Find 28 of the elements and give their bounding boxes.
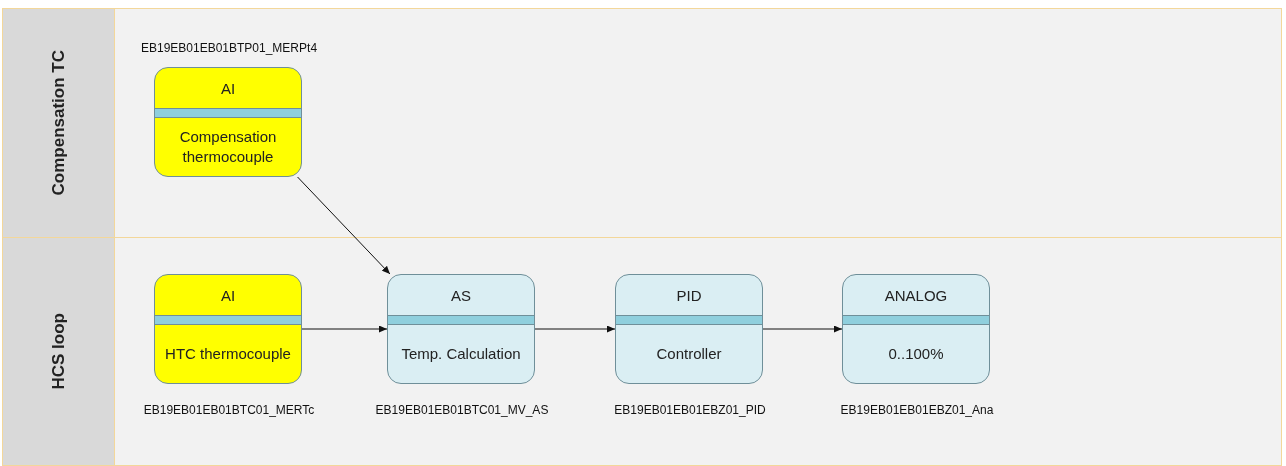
swimlane-title: HCS loop (48, 313, 69, 390)
swimlane-title: Compensation TC (48, 50, 69, 196)
block-description: Compensation thermocouple (178, 126, 278, 167)
arrow (297, 176, 391, 275)
arrow (534, 325, 616, 333)
block-type-label: ANALOG (883, 285, 949, 306)
arrow (301, 325, 388, 333)
function-block (842, 274, 990, 384)
tag-label: EB19EB01EB01BTP01_MERPt4 (140, 41, 318, 55)
function-block (387, 274, 535, 384)
function-block (154, 67, 302, 177)
block-type-label: AI (219, 285, 237, 306)
function-block (615, 274, 763, 384)
swimlane (2, 237, 1282, 466)
swimlane (2, 8, 1282, 238)
block-type-label: AS (450, 285, 472, 306)
block-type-label: PID (675, 285, 703, 306)
block-description: Controller (656, 343, 722, 364)
arrow (762, 325, 843, 333)
tag-label: EB19EB01EB01EBZ01_Ana (840, 403, 994, 417)
block-description: Temp. Calculation (401, 343, 521, 364)
tag-label: EB19EB01EB01BTC01_MERTc (143, 403, 315, 417)
tag-label: EB19EB01EB01BTC01_MV_AS (375, 403, 549, 417)
block-description: HTC thermocouple (165, 343, 291, 364)
block-type-label: AI (219, 78, 237, 99)
tag-label: EB19EB01EB01EBZ01_PID (614, 403, 766, 417)
function-block (154, 274, 302, 384)
block-description: 0..100% (888, 343, 944, 364)
